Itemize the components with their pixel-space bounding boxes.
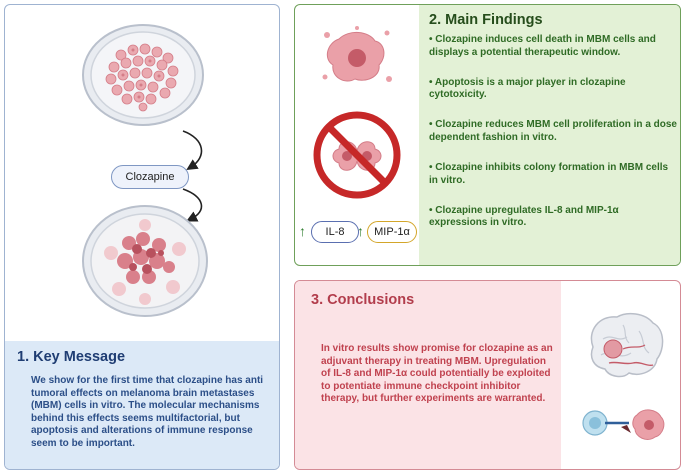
finding-item: • Clozapine reduces MBM cell proliferati…	[429, 119, 677, 143]
main-findings-box	[419, 5, 680, 265]
il8-label: IL-8	[311, 221, 359, 243]
petri-dish-icon	[82, 24, 204, 126]
dying-cell-icon	[322, 26, 392, 82]
finding-item: • Clozapine upregulates IL-8 and MIP-1α …	[429, 204, 619, 229]
no-proliferation-icon	[313, 111, 401, 199]
finding-item: • Clozapine induces cell death in MBM ce…	[429, 34, 656, 58]
key-message-title: 1. Key Message	[17, 349, 126, 365]
key-message-box	[5, 341, 279, 469]
curved-arrow-icon	[182, 130, 203, 222]
mip-up-arrow-icon: ↑	[357, 223, 364, 239]
main-findings-panel: ↑ IL-8 ↑ MIP-1α 2. Main Findings • Cloza…	[294, 4, 681, 266]
conclusions-text: In vitro results show promise for clozap…	[321, 343, 553, 405]
key-message-text: We show for the first time that clozapin…	[31, 375, 264, 449]
mip1a-label: MIP-1α	[367, 221, 417, 243]
conclusions-title: 3. Conclusions	[311, 292, 415, 308]
key-message-panel: Clozapine 1. Key Message We show for the…	[4, 4, 280, 470]
conclusions-box	[295, 281, 561, 469]
brain-metastasis-icon	[590, 312, 664, 378]
clozapine-label: Clozapine	[111, 165, 189, 189]
damaged-cells-dish-icon	[82, 205, 208, 317]
finding-item: • Apoptosis is a major player in clozapi…	[429, 76, 626, 101]
conclusions-panel: 3. Conclusions In vitro results show pro…	[294, 280, 681, 470]
il8-up-arrow-icon: ↑	[299, 223, 306, 239]
immune-cell-attack-icon	[582, 409, 665, 440]
finding-item: • Clozapine inhibits colony formation in…	[429, 162, 669, 186]
main-findings-title: 2. Main Findings	[429, 12, 543, 28]
findings-list: • Clozapine induces cell death in MBM ce…	[429, 34, 677, 247]
